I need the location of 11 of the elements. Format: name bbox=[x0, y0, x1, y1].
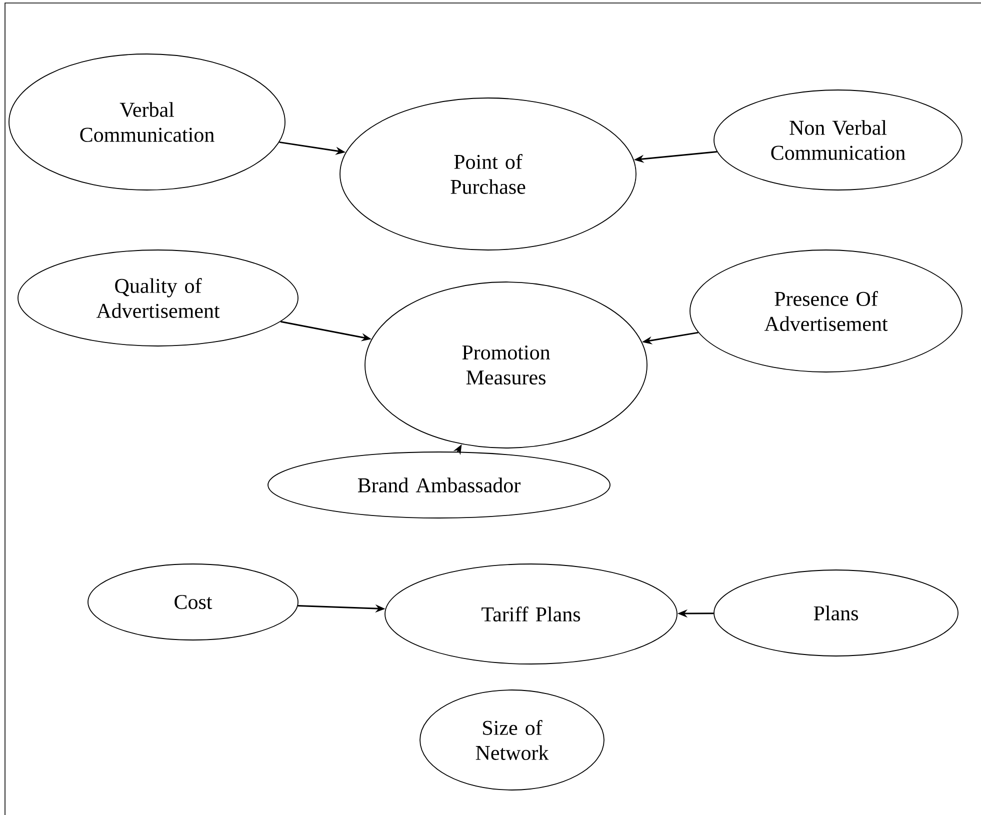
oval-node: Point of Purchase bbox=[340, 98, 636, 250]
oval-node: Cost bbox=[88, 564, 298, 640]
oval-node: Verbal Communication bbox=[8, 54, 286, 190]
oval-node: Non Verbal Communication bbox=[714, 90, 962, 190]
oval-node: Tariff Plans bbox=[384, 564, 678, 664]
oval-node: Presence Of Advertisement bbox=[690, 250, 962, 372]
oval-node: Promotion Measures bbox=[364, 282, 648, 448]
oval-node: Size of Network bbox=[420, 690, 604, 790]
oval-node: Plans bbox=[714, 570, 958, 656]
oval-node: Brand Ambassador bbox=[268, 452, 610, 518]
oval-node: Quality of Advertisement bbox=[18, 250, 298, 346]
